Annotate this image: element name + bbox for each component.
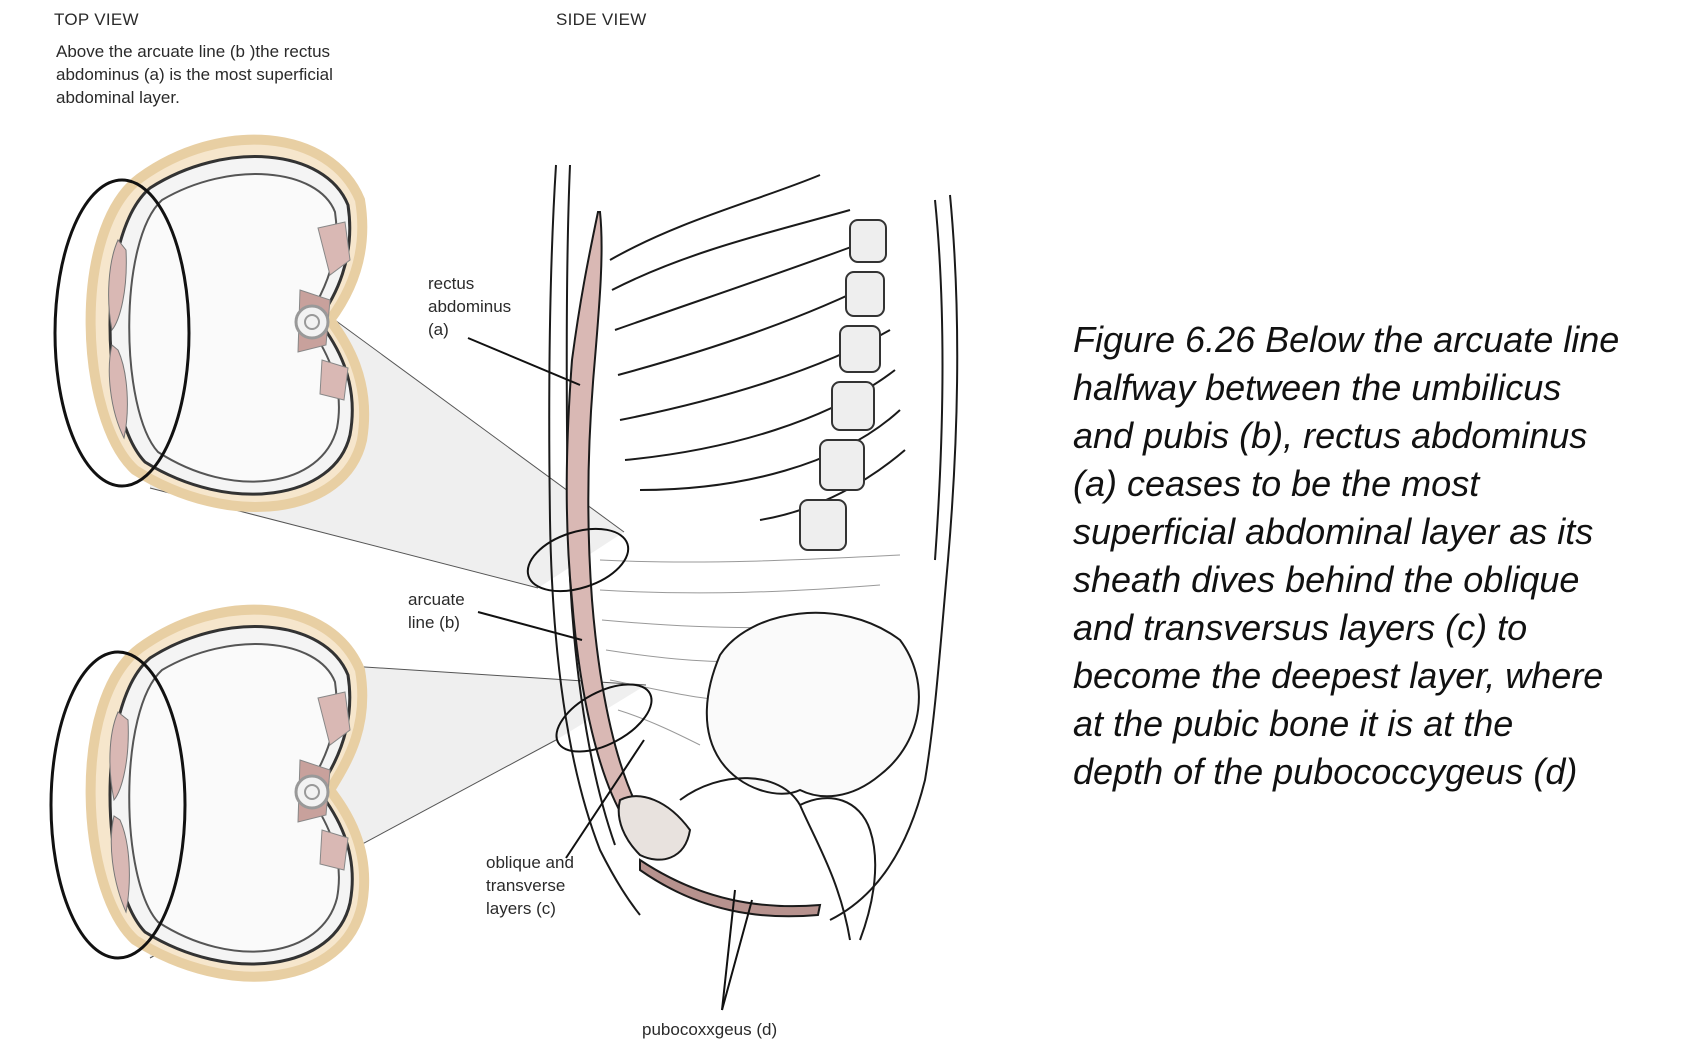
leader-line-rectus [467, 337, 581, 386]
label-line: oblique and [486, 853, 574, 872]
leader-line-arcuate [477, 611, 583, 641]
side-zoom-ellipse-lower [555, 683, 653, 753]
caption-line: halfway between the umbilicus [1073, 367, 1562, 408]
label-line: line (b) [408, 613, 460, 632]
leader-line-oblique [565, 739, 645, 859]
caption-line: Figure 6.26 Below the arcuate line [1073, 319, 1620, 360]
label-line: transverse [486, 876, 566, 895]
figure-caption: Figure 6.26 Below the arcuate line halfw… [1073, 316, 1673, 796]
label-rectus-abdominus: rectus abdominus (a) [428, 272, 511, 341]
label-line: layers (c) [486, 899, 556, 918]
leader-line-pubo-1 [721, 899, 753, 1011]
caption-line: depth of the pubococcygeus (d) [1073, 751, 1578, 792]
leader-line-pubo-2 [721, 889, 736, 1011]
side-view-heading: SIDE VIEW [556, 10, 647, 29]
cross-section-lower [85, 604, 370, 982]
intro-note: Above the arcuate line (b )the rectus ab… [56, 40, 333, 109]
intro-note-line: Above the arcuate line (b )the rectus [56, 42, 331, 61]
top-view-heading: TOP VIEW [54, 10, 139, 29]
caption-line: (a) ceases to be the most [1073, 463, 1480, 504]
caption-line: superficial abdominal layer as its [1073, 511, 1594, 552]
caption-line: sheath dives behind the oblique [1073, 559, 1580, 600]
caption-line: at the pubic bone it is at the [1073, 703, 1514, 744]
intro-note-line: abdominus (a) is the most superficial [56, 65, 333, 84]
caption-line: and transversus layers (c) to [1073, 607, 1528, 648]
side-zoom-ellipse-upper [526, 527, 630, 593]
label-line: rectus [428, 274, 475, 293]
caption-line: and pubis (b), rectus abdominus [1073, 415, 1588, 456]
side-view-torso [548, 164, 959, 941]
label-pubococcygeus: pubocoxxgeus (d) [642, 1020, 778, 1039]
label-line: arcuate [408, 590, 465, 609]
zoom-ellipse-upper [53, 178, 191, 488]
label-line: abdominus [428, 297, 512, 316]
label-oblique-transverse: oblique and transverse layers (c) [486, 851, 574, 920]
label-arcuate-line: arcuate line (b) [408, 588, 465, 634]
label-line: (a) [428, 320, 449, 339]
caption-line: become the deepest layer, where [1073, 655, 1604, 696]
cross-section-upper [85, 134, 370, 512]
intro-note-line: abdominal layer. [56, 88, 180, 107]
zoom-ellipse-lower [49, 650, 187, 960]
